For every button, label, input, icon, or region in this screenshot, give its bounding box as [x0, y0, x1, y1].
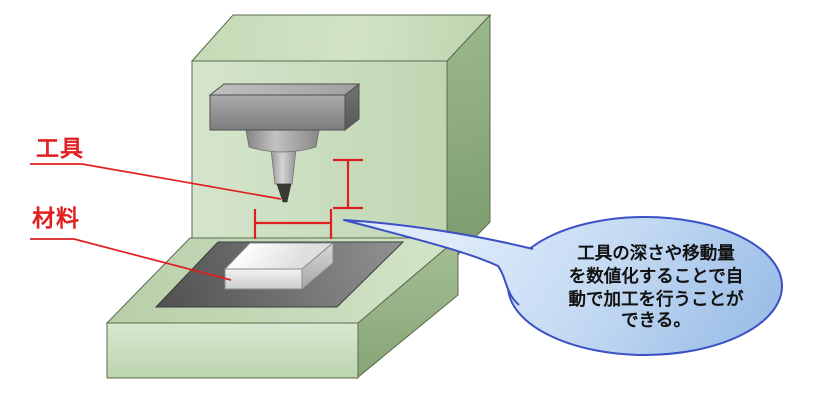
- callout-tail-outline: [343, 219, 534, 306]
- callout-tail: [344, 220, 575, 305]
- material-leader-line: [30, 238, 232, 281]
- tool-tip: [276, 183, 292, 203]
- tool-leader-line: [30, 163, 282, 200]
- base-front-face: [106, 322, 359, 379]
- tool-holder: [270, 148, 297, 185]
- tool-label: 工具: [36, 135, 84, 161]
- spindle-housing-front-face: [209, 94, 346, 131]
- callout-text-line-3: 動で加工を行うことが: [569, 289, 744, 309]
- callout-text-line-1: 工具の深さや移動量: [577, 243, 735, 263]
- material-label: 材料: [32, 205, 80, 231]
- callout-text-line-2: を数値化することで自: [569, 266, 743, 286]
- column-top-face: [190, 14, 492, 62]
- spindle-nose: [245, 129, 320, 153]
- callout-text-line-4: できる。: [621, 310, 691, 330]
- material-front-face: [224, 268, 303, 290]
- callout-bubble: 工具の深さや移動量 を数値化することで自 動で加工を行うことが できる。: [343, 216, 783, 356]
- spindle-assembly: [208, 82, 361, 203]
- material-block: [223, 241, 335, 291]
- annotations: [30, 158, 363, 281]
- machine-column: [190, 13, 492, 268]
- depth-dimension-mark: [333, 158, 363, 210]
- travel-dimension-mark: [253, 209, 333, 239]
- spindle-housing-top-face: [208, 83, 361, 96]
